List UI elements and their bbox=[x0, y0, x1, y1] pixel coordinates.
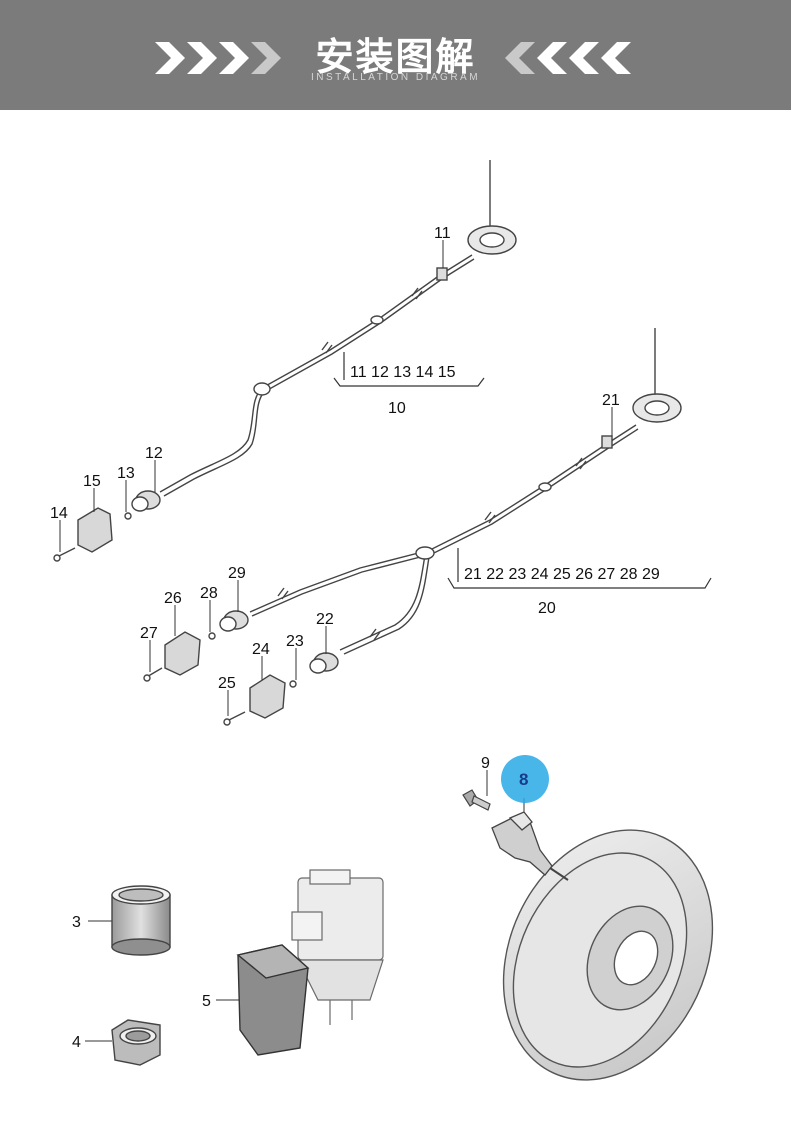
callout-26: 26 bbox=[164, 590, 182, 607]
callout-5: 5 bbox=[202, 993, 211, 1010]
grommet bbox=[111, 1019, 161, 1066]
brake-disc bbox=[502, 829, 714, 1081]
callout-25: 25 bbox=[218, 675, 236, 692]
chevrons-right-icon bbox=[155, 42, 281, 74]
group-bracket-10 bbox=[333, 352, 485, 387]
callout-28: 28 bbox=[200, 585, 218, 602]
callout-27: 27 bbox=[140, 625, 158, 642]
callout-23: 23 bbox=[286, 633, 304, 650]
sensor-cable-10 bbox=[53, 160, 517, 562]
callout-8: 8 bbox=[519, 770, 528, 789]
callout-11: 11 bbox=[434, 225, 451, 242]
parts-diagram: 11 12 13 15 14 11 12 13 14 15 10 21 21 2… bbox=[50, 160, 714, 1081]
group-list-10: 11 12 13 14 15 bbox=[350, 364, 456, 381]
chevrons-left-icon bbox=[505, 42, 631, 74]
callout-29: 29 bbox=[228, 565, 246, 582]
callout-12: 12 bbox=[145, 445, 163, 462]
callout-15: 15 bbox=[83, 473, 101, 490]
group-bracket-20 bbox=[447, 548, 712, 589]
callout-22: 22 bbox=[316, 611, 334, 628]
callout-3: 3 bbox=[72, 914, 81, 931]
callout-9: 9 bbox=[481, 755, 490, 772]
group-list-20: 21 22 23 24 25 26 27 28 29 bbox=[464, 566, 660, 583]
abs-unit bbox=[291, 869, 384, 1025]
header-banner: 安装图解 INSTALLATION DIAGRAM bbox=[0, 0, 791, 110]
bolt bbox=[462, 789, 491, 811]
page-title: 安装图解 bbox=[315, 35, 476, 79]
sensor-cable-20 bbox=[143, 328, 682, 726]
callout-13: 13 bbox=[117, 465, 135, 482]
callout-10: 10 bbox=[388, 400, 406, 417]
callout-4: 4 bbox=[72, 1034, 81, 1051]
wheel-speed-sensor bbox=[491, 811, 569, 881]
highlight-bubble bbox=[501, 755, 549, 803]
callout-20: 20 bbox=[538, 600, 556, 617]
callout-14: 14 bbox=[50, 505, 68, 522]
ring-sleeve bbox=[111, 885, 171, 956]
control-module bbox=[236, 944, 310, 1056]
callout-21: 21 bbox=[602, 392, 620, 409]
page-subtitle: INSTALLATION DIAGRAM bbox=[310, 72, 481, 83]
callout-24: 24 bbox=[252, 641, 270, 658]
